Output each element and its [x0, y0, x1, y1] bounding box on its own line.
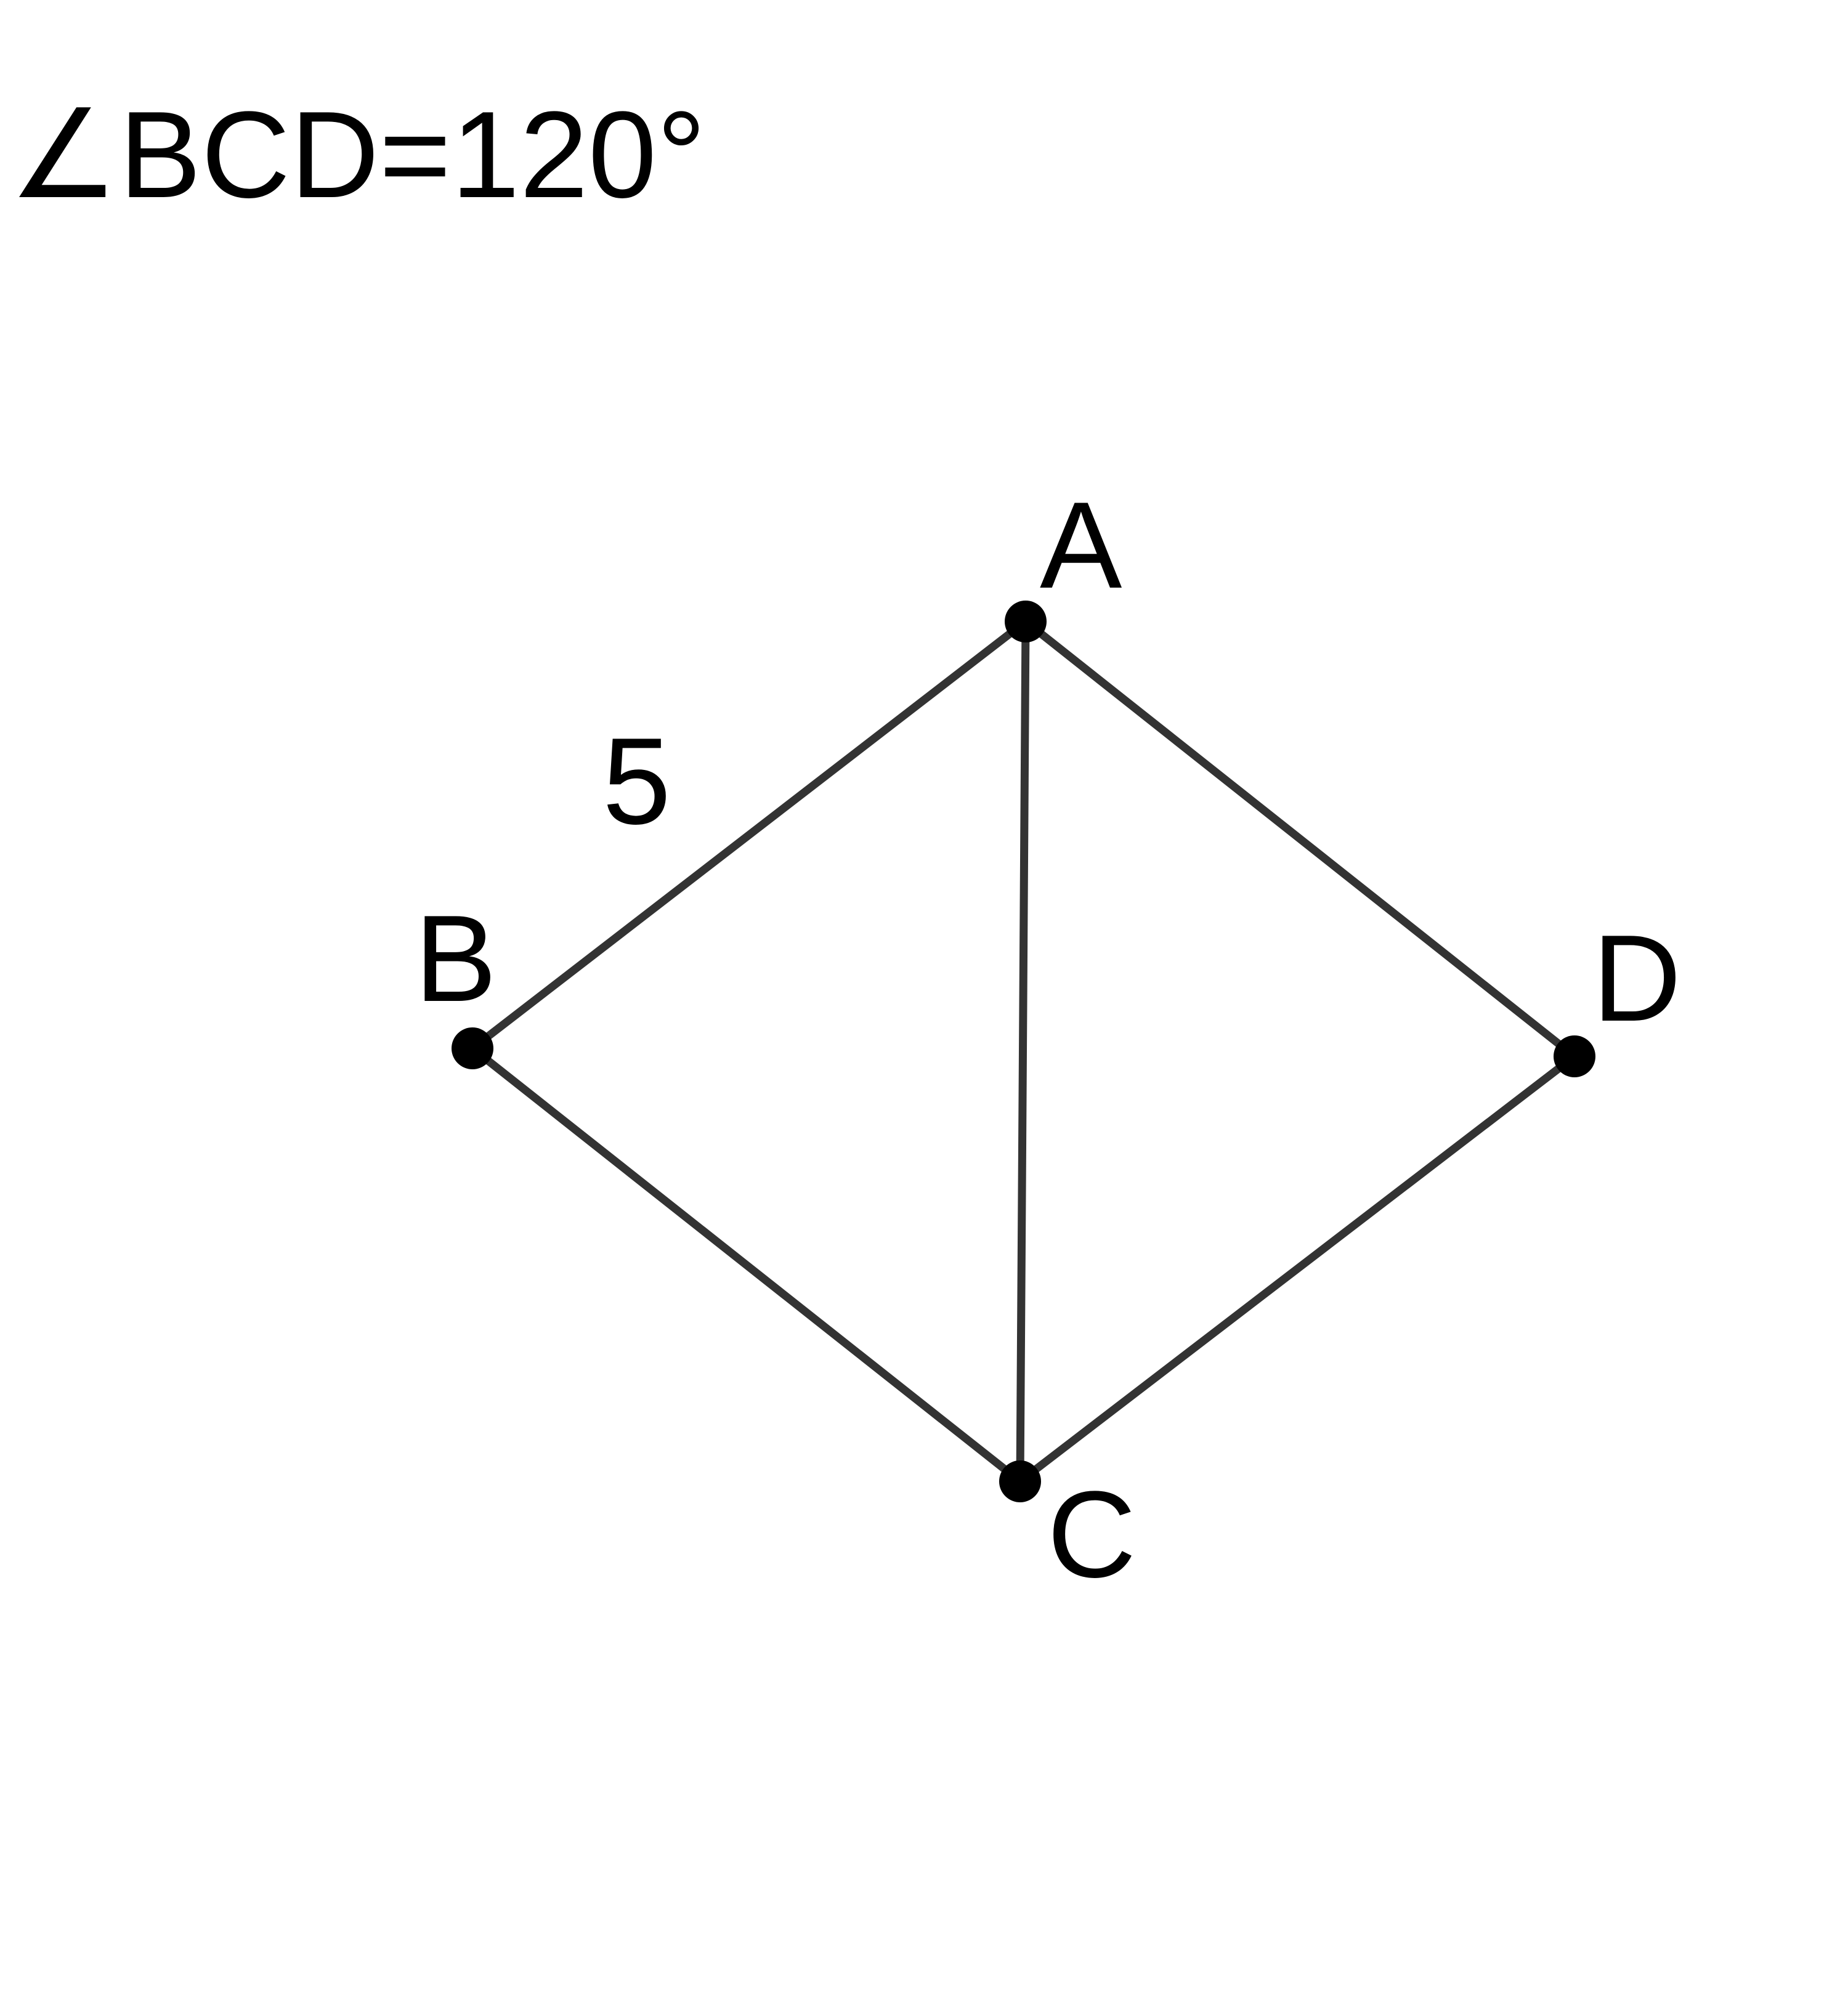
vertex-a-label: A [1040, 477, 1122, 614]
edge-ab [468, 617, 1030, 1053]
edge-ad [1021, 617, 1579, 1061]
vertex-a-point [1005, 601, 1047, 642]
vertex-b-label: B [415, 890, 496, 1027]
side-length-label: 5 [602, 713, 671, 850]
vertex-c-label: C [1047, 1466, 1136, 1603]
vertex-d-point [1554, 1035, 1595, 1077]
edge-cd [1016, 1052, 1579, 1486]
angle-annotation: ∠BCD=120° [9, 86, 706, 224]
vertex-c-point [999, 1460, 1041, 1502]
vertex-b-point [452, 1027, 493, 1069]
vertex-d-label: D [1592, 910, 1681, 1047]
edge-bc [468, 1044, 1024, 1486]
diagonal-ac [1016, 617, 1030, 1486]
